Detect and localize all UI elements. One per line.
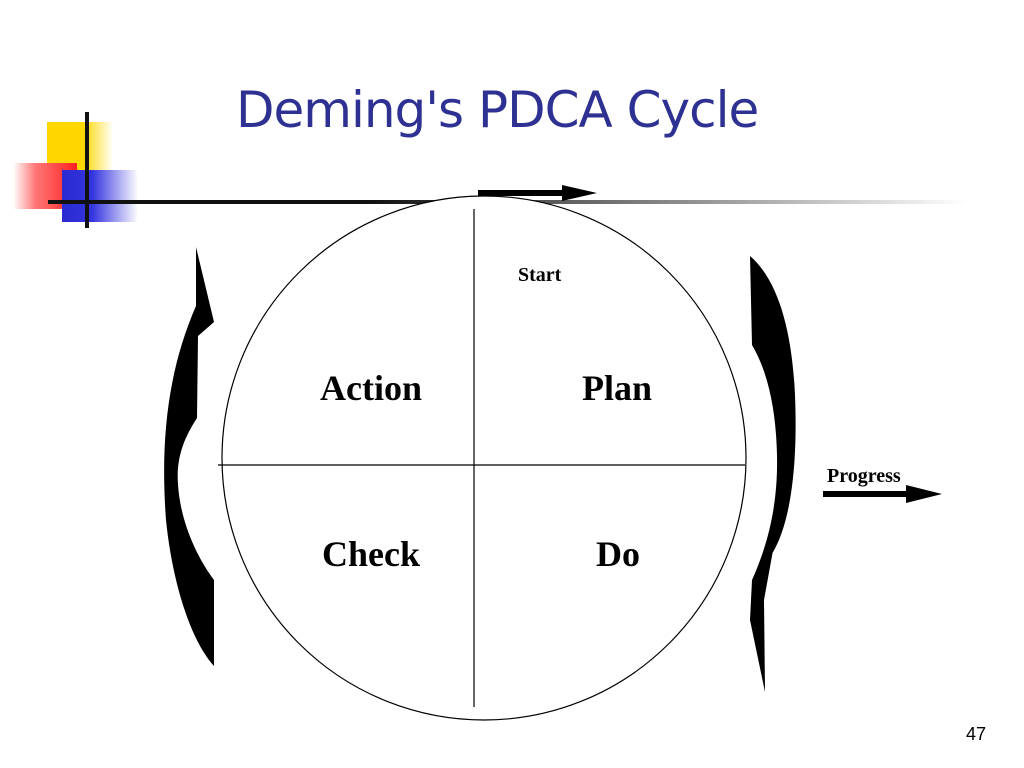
slide-number: 47 — [966, 724, 987, 744]
decorative-vertical-line — [85, 112, 89, 228]
right-rotation-arrow-icon — [750, 256, 796, 692]
quadrant-label-do: Do — [596, 534, 640, 574]
quadrant-label-plan: Plan — [582, 368, 652, 408]
quadrant-label-action: Action — [320, 368, 422, 408]
quadrant-label-check: Check — [322, 534, 420, 574]
slide-title: Deming's PDCA Cycle — [236, 81, 759, 139]
progress-arrow-icon — [823, 485, 942, 503]
decorative-blue-square — [62, 170, 138, 222]
start-label: Start — [518, 264, 562, 286]
progress-label: Progress — [827, 465, 901, 487]
left-rotation-arrow-icon — [164, 247, 214, 666]
top-arrow-icon — [478, 185, 597, 201]
cycle-circle — [221, 195, 747, 721]
